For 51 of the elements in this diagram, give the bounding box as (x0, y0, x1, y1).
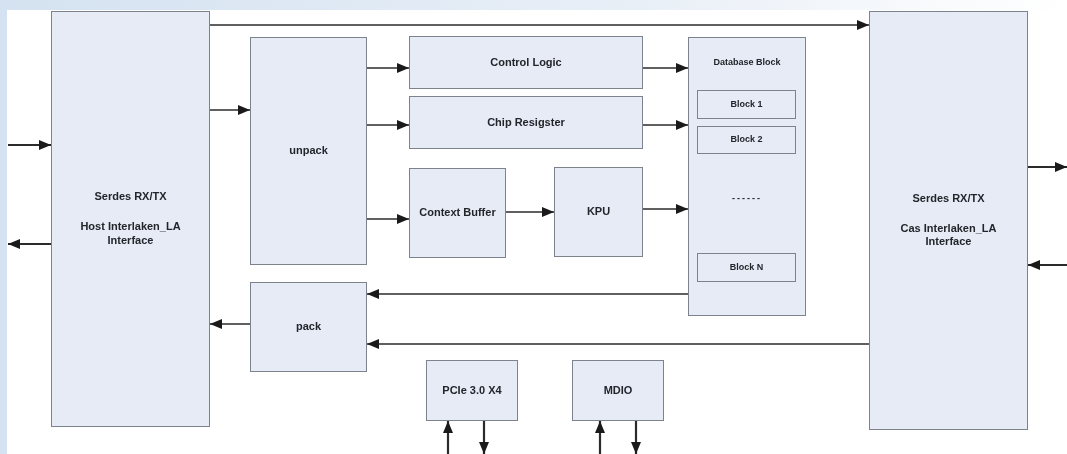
block-label: Block 1 (730, 98, 763, 111)
block-label: Host Interlaken_LA Interface (79, 220, 182, 248)
port-block (426, 360, 518, 421)
arrow (366, 63, 410, 73)
arrow (8, 140, 51, 150)
process-block (250, 37, 367, 265)
ellipsis-text: ------ (731, 193, 763, 205)
process-block (409, 168, 506, 258)
block-label: unpack (289, 144, 328, 158)
sub-block (697, 90, 796, 119)
arrow (366, 214, 410, 224)
process-block (554, 167, 643, 257)
block-label: PCIe 3.0 X4 (442, 383, 502, 398)
block-label: Block 2 (730, 134, 763, 146)
arrow (366, 339, 870, 349)
arrow (1028, 162, 1067, 172)
arrow (642, 120, 689, 130)
sub-block (697, 126, 796, 154)
arrow (642, 204, 689, 214)
block-label: Chip Resigster (487, 115, 565, 130)
block-label: Serdes RX/TX (94, 190, 167, 205)
interface-block (51, 11, 210, 427)
arrow (209, 105, 251, 115)
arrow (443, 421, 453, 454)
arrow (642, 63, 689, 73)
block-label: KPU (586, 205, 611, 219)
block-label: Database Block (712, 57, 782, 69)
arrow (595, 421, 605, 454)
block-label: Cas Interlaken_LA Interface (899, 221, 998, 250)
sub-block (697, 253, 796, 282)
database-block (688, 37, 806, 316)
arrow (366, 289, 689, 299)
arrow (366, 120, 410, 130)
arrow (631, 421, 641, 454)
port-block (572, 360, 664, 421)
block-label: Context Buffer (419, 206, 496, 220)
process-block (409, 96, 643, 149)
block-label: MDIO (603, 383, 633, 398)
process-block (250, 282, 367, 372)
block-label: pack (295, 320, 322, 334)
block-label: Serdes RX/TX (912, 191, 985, 206)
arrow (1028, 260, 1067, 270)
arrow (209, 319, 251, 329)
interface-block (869, 11, 1028, 430)
arrow (209, 20, 870, 30)
arrow (505, 207, 555, 217)
arrow (8, 239, 51, 249)
arrow (479, 421, 489, 454)
block-label: Block N (729, 261, 764, 274)
block-label: Control Logic (490, 55, 562, 70)
process-block (409, 36, 643, 89)
